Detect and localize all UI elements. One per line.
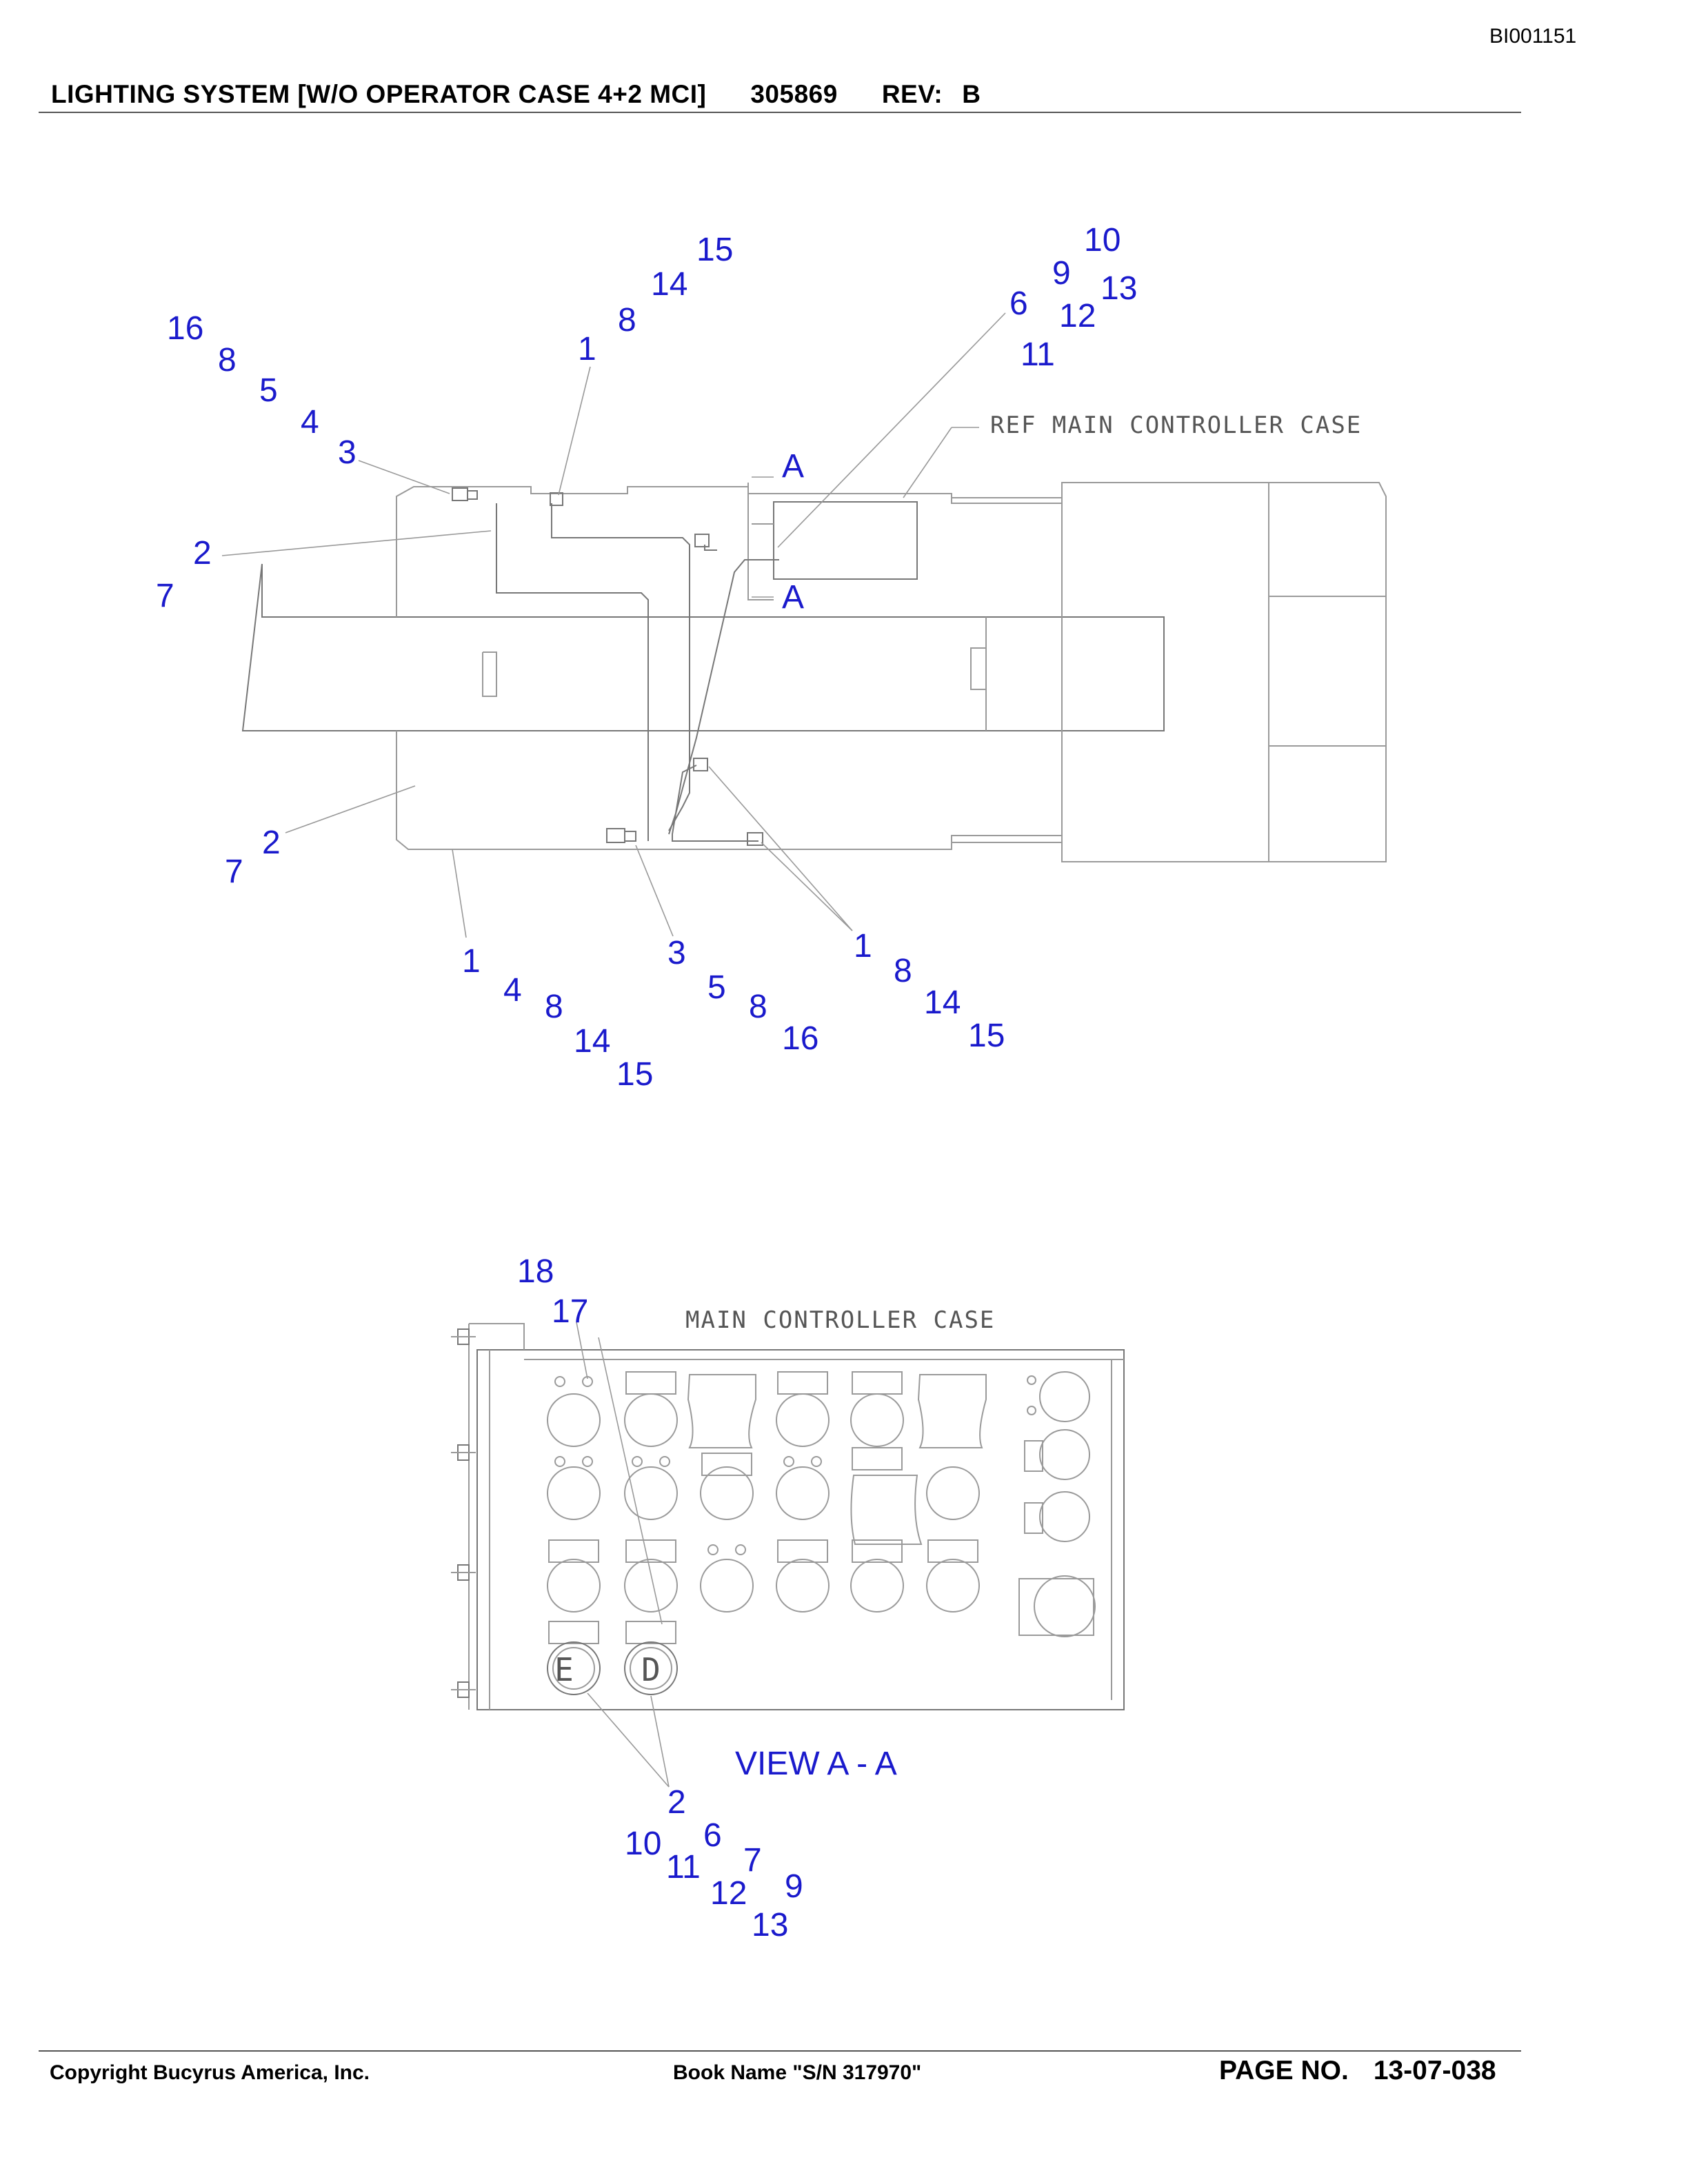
callout-16-upper-left: 16 [167,310,203,347]
callout-10-view: 10 [625,1826,661,1862]
callout-3-upper-left: 3 [338,434,356,471]
footer-copyright: Copyright Bucyrus America, Inc. [50,2061,370,2084]
callout-9-upper-right: 9 [1052,255,1071,292]
top-view-drawing [221,312,1387,938]
lamp-fixture-icon [747,832,763,846]
lamp-fixture-icon [606,828,636,843]
callout-15-lower-right: 15 [968,1018,1005,1054]
callout-1-lower-left: 1 [462,943,481,980]
callout-5-lower-mid: 5 [707,969,726,1006]
callout-6-view: 6 [703,1817,722,1854]
ref-main-controller-case-label: REF MAIN CONTROLLER CASE [990,412,1362,439]
callout-8-upper-left: 8 [218,342,237,378]
callout-7-upper: 7 [156,578,174,614]
section-marker-a-top: A [782,448,804,485]
bolt-icon [451,1681,476,1698]
callout-13-view: 13 [752,1907,788,1943]
callout-4-lower-left: 4 [503,972,522,1009]
callout-11-view: 11 [666,1849,701,1885]
callout-1-lower-right: 1 [854,928,872,964]
lamp-fixture-icon [452,487,478,501]
bolt-icon [451,1444,476,1461]
callout-2-lower: 2 [262,825,281,861]
callout-8-lower-mid: 8 [749,989,767,1025]
callout-16-lower-mid: 16 [782,1020,818,1057]
part-number: 305869 [750,80,838,108]
page-title: LIGHTING SYSTEM [W/O OPERATOR CASE 4+2 M… [51,80,1025,109]
callout-9-view: 9 [785,1868,803,1905]
view-aa-drawing [451,1322,1125,1788]
callout-8-lower-left: 8 [545,989,563,1025]
callout-14-lower-right: 14 [924,984,961,1021]
main-controller-case-label: MAIN CONTROLLER CASE [685,1306,995,1334]
callout-11-upper-right: 11 [1021,336,1055,373]
callout-2-view: 2 [667,1784,686,1821]
callout-1-upper-mid: 1 [578,331,596,367]
page-label: PAGE NO. [1219,2056,1349,2085]
lamp-fixture-icon [550,492,563,506]
callout-5-upper-left: 5 [259,372,278,409]
callout-14-lower-left: 14 [574,1023,610,1060]
rev-value: B [962,80,981,108]
callout-13-upper-right: 13 [1101,270,1137,307]
callout-3-lower-mid: 3 [667,935,686,971]
footer-book-name: Book Name "S/N 317970" [673,2061,922,2084]
bolt-icon [451,1564,476,1581]
document-id: BI001151 [1489,25,1577,48]
page-number: PAGE NO. 13-07-038 [1219,2056,1496,2086]
callout-18: 18 [517,1253,554,1290]
callout-7-view: 7 [743,1842,762,1879]
view-aa-label: VIEW A - A [735,1746,897,1782]
lamp-fixture-icon [693,758,708,771]
callout-15-lower-left: 15 [616,1056,653,1093]
title-text: LIGHTING SYSTEM [W/O OPERATOR CASE 4+2 M… [51,80,707,108]
page-value: 13-07-038 [1373,2056,1496,2085]
callout-8-lower-right: 8 [894,953,912,989]
callout-17: 17 [552,1293,588,1330]
callout-12-upper-right: 12 [1059,298,1096,334]
callout-15-upper-mid: 15 [696,232,733,268]
callout-2-upper: 2 [193,535,212,572]
callout-6-upper-right: 6 [1009,285,1028,322]
callout-7-lower: 7 [225,853,243,890]
callout-8-upper-mid: 8 [618,302,636,338]
header-rule [39,112,1521,113]
footer-rule [39,2050,1521,2052]
lamp-fixture-icon [694,534,710,547]
callout-4-upper-left: 4 [301,404,319,441]
callout-10-upper-right: 10 [1084,222,1121,259]
lamp-d-label: D [641,1651,661,1688]
rev-label: REV: [881,80,943,108]
callout-14-upper-mid: 14 [651,266,687,303]
lamp-e-label: E [554,1651,574,1688]
section-marker-a-bottom: A [782,579,804,616]
callout-12-view: 12 [710,1875,747,1912]
bolt-icon [451,1328,476,1345]
